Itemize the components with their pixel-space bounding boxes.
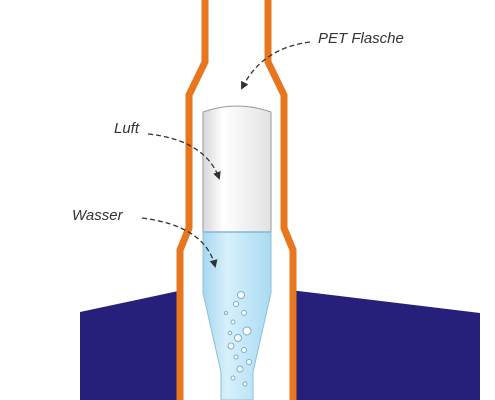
air-label: Luft bbox=[114, 120, 140, 137]
arrow-water bbox=[141, 217, 218, 268]
air-chamber bbox=[202, 105, 272, 233]
launcher-base-left bbox=[80, 290, 183, 400]
pet-bottle-label: PET Flasche bbox=[318, 30, 404, 47]
water-chamber bbox=[202, 231, 272, 400]
air-bubbles bbox=[224, 291, 252, 387]
arrow-air bbox=[147, 133, 221, 180]
water-label: Wasser bbox=[72, 207, 123, 224]
pet-bottle-outline bbox=[176, 0, 297, 400]
arrow-pet-bottle bbox=[241, 41, 311, 90]
launcher-base-right bbox=[290, 290, 480, 400]
